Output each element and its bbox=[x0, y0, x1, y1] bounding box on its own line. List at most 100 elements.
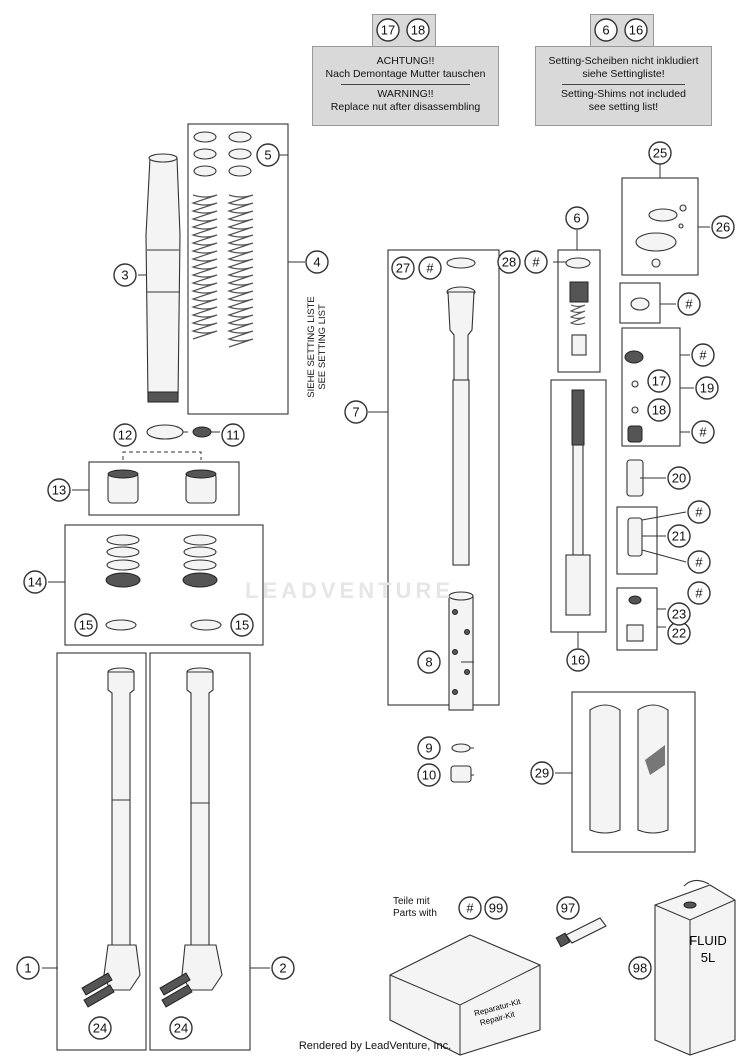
callout-19: 19 bbox=[695, 376, 719, 400]
svg-text:17: 17 bbox=[381, 23, 395, 38]
callout-10: 10 bbox=[417, 763, 441, 787]
warning-title-en: WARNING!! bbox=[377, 88, 434, 100]
svg-text:2: 2 bbox=[279, 961, 286, 976]
callout-21: 21 bbox=[667, 524, 691, 548]
svg-text:4: 4 bbox=[313, 255, 320, 270]
fluid-can bbox=[654, 880, 736, 1056]
valve-part-box bbox=[616, 506, 658, 575]
callout-4: 4 bbox=[305, 250, 329, 274]
svg-text:10: 10 bbox=[422, 768, 436, 783]
fork-guard-box bbox=[571, 691, 696, 853]
setting-list-label: SIEHE SETTING LISTE SEE SETTING LIST bbox=[306, 282, 328, 412]
oring-15-left bbox=[105, 619, 137, 631]
callout-98: 98 bbox=[628, 956, 652, 980]
setting-note-en-2: see setting list! bbox=[588, 101, 659, 113]
svg-text:#: # bbox=[699, 348, 707, 363]
valve-21 bbox=[627, 517, 643, 557]
setting-note-de-2: siehe Settingliste! bbox=[582, 68, 665, 80]
fork-leg-left bbox=[81, 667, 141, 1008]
damper-cartridge bbox=[565, 389, 591, 616]
callout-23: 23 bbox=[667, 602, 691, 626]
svg-text:#: # bbox=[426, 261, 434, 276]
svg-text:13: 13 bbox=[52, 483, 66, 498]
svg-text:98: 98 bbox=[633, 961, 647, 976]
oring-small bbox=[630, 297, 650, 311]
kit-label-en: Parts with bbox=[393, 908, 437, 919]
callout-3: 3 bbox=[113, 263, 137, 287]
svg-text:1: 1 bbox=[24, 961, 31, 976]
svg-text:26: 26 bbox=[716, 220, 730, 235]
callout-24-right: 24 bbox=[169, 1016, 193, 1040]
svg-text:#: # bbox=[695, 586, 703, 601]
kit-label: Teile mit Parts with bbox=[393, 896, 437, 920]
callout-1: 1 bbox=[16, 956, 40, 980]
svg-text:18: 18 bbox=[652, 403, 666, 418]
callout-17: 17 bbox=[647, 369, 671, 393]
oring-9 bbox=[451, 743, 471, 753]
callout-13: 13 bbox=[47, 478, 71, 502]
setting-note: Setting-Scheiben nicht inkludiert siehe … bbox=[535, 46, 712, 126]
svg-text:22: 22 bbox=[672, 626, 686, 641]
svg-text:12: 12 bbox=[118, 428, 132, 443]
svg-text:6: 6 bbox=[573, 211, 580, 226]
top-cap bbox=[635, 204, 687, 268]
setting-note-de-1: Setting-Scheiben nicht inkludiert bbox=[548, 55, 699, 67]
callout-18: 18 bbox=[647, 398, 671, 422]
svg-text:16: 16 bbox=[629, 23, 643, 38]
callout-hash-27: # bbox=[418, 256, 442, 280]
callout-hash-kit: # bbox=[458, 896, 482, 920]
svg-text:7: 7 bbox=[352, 405, 359, 420]
svg-text:#: # bbox=[695, 555, 703, 570]
svg-text:18: 18 bbox=[411, 23, 425, 38]
bushings bbox=[107, 451, 217, 504]
svg-text:#: # bbox=[695, 505, 703, 520]
svg-text:21: 21 bbox=[672, 529, 686, 544]
callout-hash-23: # bbox=[687, 581, 711, 605]
part-22 bbox=[626, 624, 644, 642]
spring-set-box bbox=[187, 123, 289, 415]
callout-hash-19-top: # bbox=[691, 343, 715, 367]
callout-12: 12 bbox=[113, 423, 137, 447]
nut-10 bbox=[450, 765, 472, 783]
kit-label-de: Teile mit bbox=[393, 896, 430, 907]
callout-hash-21-bottom: # bbox=[687, 550, 711, 574]
callout-20: 20 bbox=[667, 466, 691, 490]
svg-text:9: 9 bbox=[425, 741, 432, 756]
spring-seat bbox=[146, 424, 184, 440]
watermark: LEADVENTURE bbox=[245, 578, 455, 603]
cartridge-tube bbox=[446, 257, 476, 566]
footer-credit: Rendered by LeadVenture, Inc. bbox=[298, 1040, 452, 1052]
repair-kit-box bbox=[389, 934, 541, 1056]
svg-text:5: 5 bbox=[264, 148, 271, 163]
can-label-fluid: FLUID bbox=[689, 933, 727, 948]
oring-box bbox=[619, 282, 661, 324]
warning-text-de: Nach Demontage Mutter tauschen bbox=[325, 68, 486, 80]
svg-text:#: # bbox=[466, 901, 474, 916]
warning-text-en: Replace nut after disassembling bbox=[330, 101, 481, 113]
svg-text:17: 17 bbox=[652, 374, 666, 389]
warning-title-de: ACHTUNG!! bbox=[376, 55, 435, 67]
callout-8: 8 bbox=[417, 650, 441, 674]
svg-text:11: 11 bbox=[226, 428, 240, 443]
callout-2: 2 bbox=[271, 956, 295, 980]
svg-text:14: 14 bbox=[28, 575, 42, 590]
callout-15-left: 15 bbox=[74, 613, 98, 637]
fork-leg-right bbox=[159, 667, 223, 1008]
callout-97: 97 bbox=[556, 896, 580, 920]
compression-valve bbox=[565, 257, 591, 356]
svg-text:6: 6 bbox=[602, 23, 609, 38]
svg-text:25: 25 bbox=[653, 146, 667, 161]
callout-9: 9 bbox=[417, 736, 441, 760]
clip-ring bbox=[192, 426, 212, 438]
outer-tube bbox=[145, 153, 181, 403]
callout-26: 26 bbox=[711, 215, 735, 239]
svg-text:28: 28 bbox=[502, 255, 516, 270]
can-label-volume: 5L bbox=[701, 950, 715, 965]
svg-text:3: 3 bbox=[121, 268, 128, 283]
svg-text:#: # bbox=[685, 297, 693, 312]
fork-leg-left-box bbox=[56, 652, 147, 1051]
callout-27: 27 bbox=[391, 256, 415, 280]
bushing-group-box bbox=[88, 461, 240, 516]
callout-29: 29 bbox=[530, 761, 554, 785]
svg-text:97: 97 bbox=[561, 901, 575, 916]
